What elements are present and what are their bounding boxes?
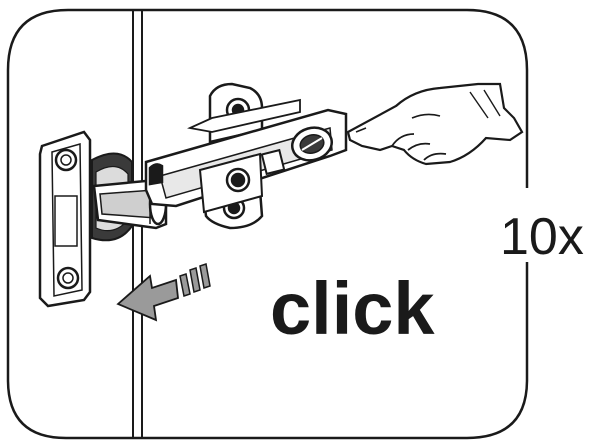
hinge-cup-plate bbox=[40, 132, 90, 306]
action-word-label: click bbox=[270, 267, 435, 350]
repeat-count-label: 10x bbox=[500, 208, 584, 266]
slide-arrow-icon bbox=[118, 264, 210, 320]
pointing-hand-icon bbox=[348, 84, 522, 164]
